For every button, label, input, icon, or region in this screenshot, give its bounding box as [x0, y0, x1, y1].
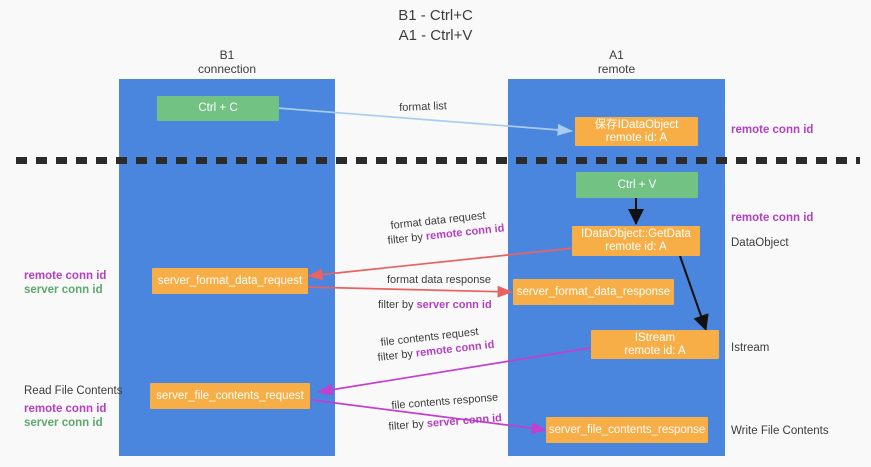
node-idataobject-getdata[interactable]: IDataObject::GetData remote id: A: [572, 226, 700, 256]
annotation-read-file-contents: Read File Contents: [24, 385, 123, 397]
annotation-dataobject: DataObject: [731, 237, 789, 249]
node-save-idataobject[interactable]: 保存IDataObject remote id: A: [575, 117, 698, 146]
edge-label-format-data-response: format data response: [387, 274, 491, 286]
annotation-left-remote-conn-id-2: remote conn id: [24, 403, 107, 415]
annotation-istream: Istream: [731, 342, 770, 354]
node-server-file-contents-response[interactable]: server_file_contents_response: [546, 417, 708, 443]
column-header-b1: B1 connection: [197, 48, 257, 76]
node-istream[interactable]: IStream remote id: A: [591, 330, 719, 359]
node-ctrl-c[interactable]: Ctrl + C: [157, 96, 279, 121]
edge-label-file-contents-response-filter: filter by server conn id: [388, 412, 502, 434]
edge-label-file-contents-response: file contents response: [391, 391, 499, 412]
annotation-remote-conn-id-top: remote conn id: [731, 124, 814, 136]
filter-prefix: filter by: [378, 299, 417, 311]
node-server-format-data-request[interactable]: server_format_data_request: [152, 268, 308, 294]
annotation-left-remote-conn-id: remote conn id: [24, 270, 107, 282]
filter-key-server-conn-id: server conn id: [416, 299, 492, 311]
column-header-a1: A1 remote: [597, 48, 636, 76]
filter-prefix: filter by: [388, 417, 428, 433]
node-server-format-data-response[interactable]: server_format_data_response: [513, 279, 674, 305]
annotation-left-server-conn-id-2: server conn id: [24, 417, 103, 429]
annotation-left-server-conn-id: server conn id: [24, 284, 103, 296]
edge-label-format-data-response-filter: filter by server conn id: [378, 299, 492, 312]
annotation-remote-conn-id-mid: remote conn id: [731, 212, 814, 224]
edge-label-format-list: format list: [399, 100, 448, 114]
node-ctrl-v[interactable]: Ctrl + V: [576, 172, 698, 198]
annotation-write-file-contents: Write File Contents: [731, 425, 829, 437]
filter-key-server-conn-id: server conn id: [426, 412, 503, 430]
filter-prefix: filter by: [377, 347, 417, 364]
page-title: B1 - Ctrl+C A1 - Ctrl+V: [398, 7, 473, 44]
node-server-file-contents-request[interactable]: server_file_contents_request: [150, 383, 310, 409]
filter-prefix: filter by: [387, 230, 427, 247]
arrow-format-data-response: [303, 285, 513, 298]
